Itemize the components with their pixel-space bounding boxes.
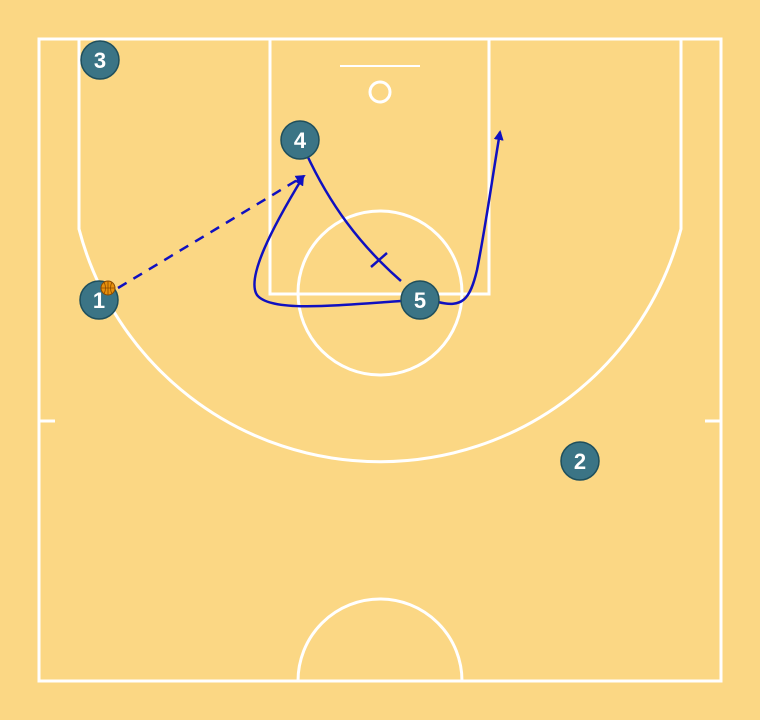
- player-marker: [280, 120, 320, 160]
- cut-player-5-around: [253, 175, 402, 308]
- player-marker: [80, 40, 120, 80]
- court-lines: [37, 37, 723, 683]
- player-4: 4: [280, 120, 320, 160]
- player-label: 3: [94, 48, 106, 73]
- player-marker: [560, 441, 600, 481]
- player-label: 2: [574, 449, 586, 474]
- pass-1-to-4: [117, 174, 306, 290]
- free-throw-circle: [296, 209, 464, 377]
- center-circle: [296, 597, 464, 682]
- cut-player-5-up: [437, 130, 504, 306]
- player-label: 4: [294, 128, 307, 153]
- player-1: 1: [79, 280, 119, 320]
- screen-bar-player-5: [370, 252, 388, 268]
- player-2: 2: [560, 441, 600, 481]
- three-point-line: [77, 39, 683, 464]
- player-5: 5: [400, 280, 440, 320]
- player-3: 3: [80, 40, 120, 80]
- cut-player-4: [304, 152, 402, 282]
- free-throw-lane: [268, 37, 491, 296]
- play-actions: [117, 130, 504, 308]
- players-layer: 1 2 3 4 5: [79, 40, 600, 481]
- player-label: 1: [93, 288, 105, 313]
- player-label: 5: [414, 288, 426, 313]
- basket-hoop: [368, 80, 392, 104]
- basketball-icon: [100, 280, 116, 296]
- player-marker: [400, 280, 440, 320]
